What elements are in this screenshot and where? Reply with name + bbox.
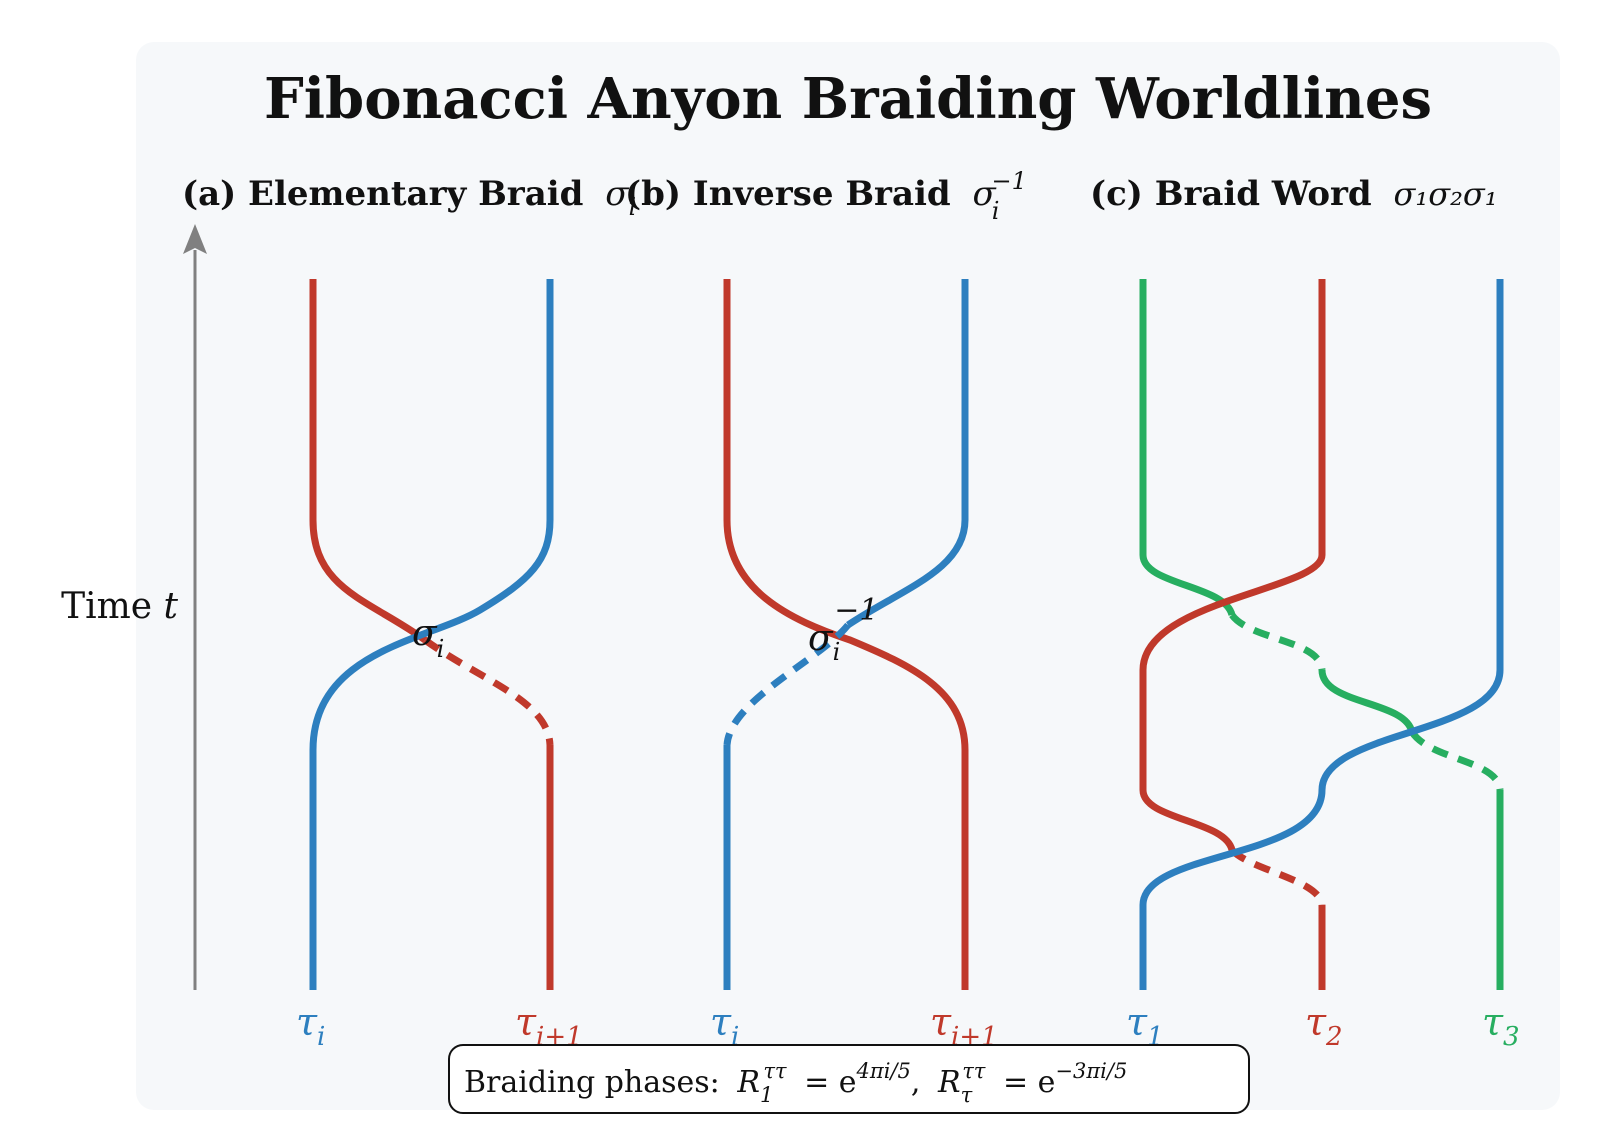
time-axis-label: Time t [61,586,178,627]
label-a-left: τi [296,1000,325,1052]
strand-green-c-mid [1318,669,1416,734]
panel-a-strands: σi [309,279,554,990]
figure-title: Fibonacci Anyon Braiding Worldlines [264,66,1432,132]
panel-c-title: (c) Braid Word σ₁σ₂σ₁ [1090,174,1498,214]
figure-background [136,42,1560,1110]
strand-blue-c [1139,279,1504,990]
strand-red-c-top [1139,279,1326,852]
panel-a-title: (a) Elementary Braid σi [182,174,636,221]
strand-red-b [723,279,969,990]
strand-green-c-dashed1 [1229,612,1326,671]
label-c-2: τ2 [1305,1000,1343,1052]
crossing-label-a: σi [412,613,444,663]
panel-b-strands: σi−1 [723,279,969,990]
crossing-label-b: σi−1 [808,593,879,666]
time-axis-arrowhead [183,224,207,254]
label-c-3: τ3 [1482,1000,1520,1052]
strand-blue-a [309,279,554,990]
note-box [448,1044,1250,1114]
panel-c-strands [1139,279,1504,990]
strand-red-a-dashed [422,637,554,746]
strand-red-c-dashed [1229,847,1326,906]
note-text: Braiding phases: R1ττ = e4πi/5, Rτττ = e… [464,1051,1127,1107]
strand-blue-b-upper [846,279,969,628]
strand-red-a-upper [309,279,428,643]
strand-green-c-dashed2 [1409,729,1504,791]
panel-b-title: (b) Inverse Braid σi−1 [625,167,1027,225]
label-b-left: τi [710,1000,739,1052]
strand-blue-b-dashed [723,622,851,746]
